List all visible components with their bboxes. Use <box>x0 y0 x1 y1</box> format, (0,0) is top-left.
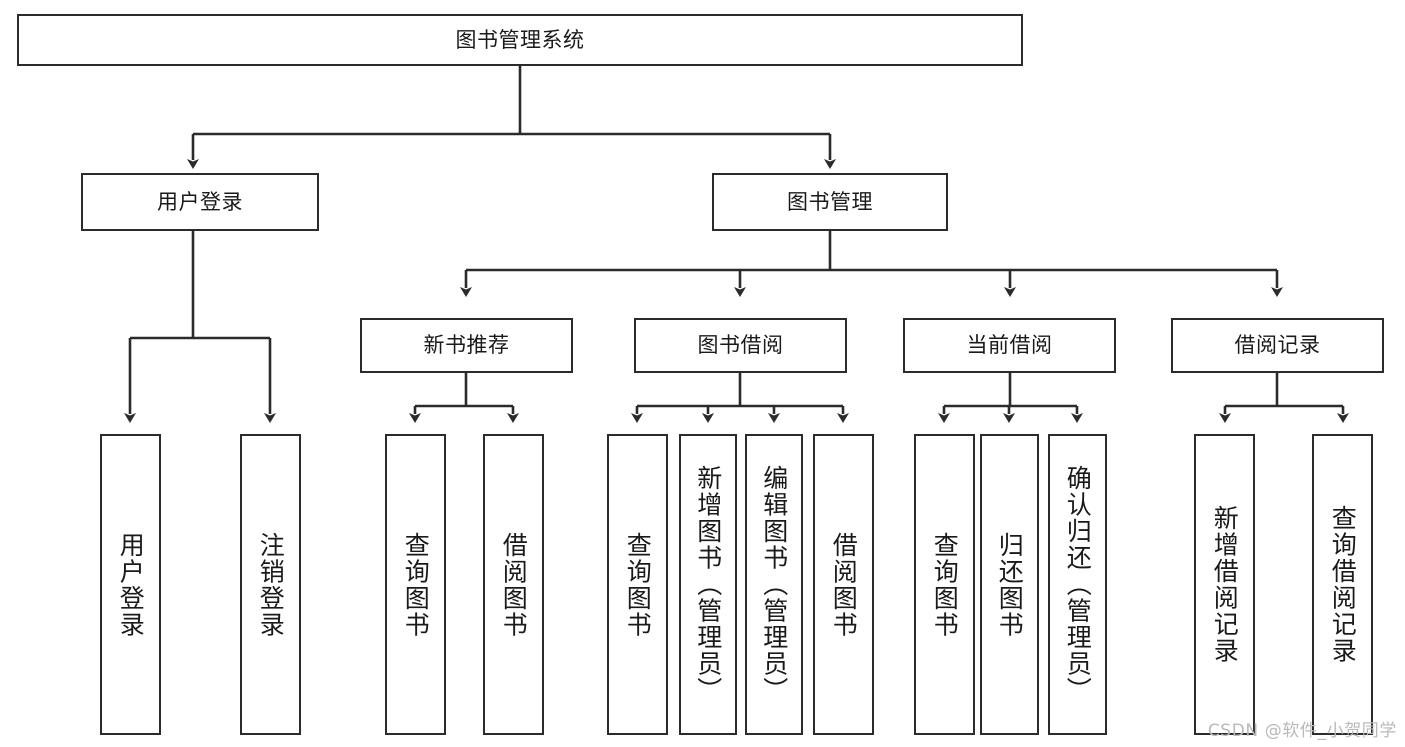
node-leaf-confirm-return[interactable]: 确认归还（管理员） <box>1048 434 1107 735</box>
node-leaf-add-book-label: 新增图书（管理员） <box>693 465 723 704</box>
node-leaf-query-book-2[interactable]: 查询图书 <box>607 434 668 735</box>
node-leaf-query-record[interactable]: 查询借阅记录 <box>1312 434 1373 735</box>
node-root[interactable]: 图书管理系统 <box>17 14 1023 66</box>
node-leaf-query-book-3-label: 查询图书 <box>930 531 960 638</box>
node-current-borrow-label: 当前借阅 <box>966 333 1053 358</box>
node-book-borrow-label: 图书借阅 <box>697 333 784 358</box>
node-leaf-borrow-book-1-label: 借阅图书 <box>499 531 529 638</box>
node-leaf-return-book-label: 归还图书 <box>995 531 1025 638</box>
node-leaf-query-book-1-label: 查询图书 <box>401 531 431 638</box>
node-leaf-add-record-label: 新增借阅记录 <box>1210 505 1240 664</box>
node-book-manage-label: 图书管理 <box>787 189 873 214</box>
watermark-text: CSDN @软件_小贺同学 <box>1207 721 1397 741</box>
node-new-book-rec-label: 新书推荐 <box>423 333 510 358</box>
node-leaf-borrow-book-2-label: 借阅图书 <box>829 531 859 638</box>
node-leaf-query-book-1[interactable]: 查询图书 <box>385 434 446 735</box>
node-leaf-query-record-label: 查询借阅记录 <box>1328 505 1358 664</box>
node-current-borrow[interactable]: 当前借阅 <box>903 318 1116 373</box>
node-leaf-logout[interactable]: 注销登录 <box>240 434 301 735</box>
node-borrow-record[interactable]: 借阅记录 <box>1171 318 1384 373</box>
node-leaf-add-book[interactable]: 新增图书（管理员） <box>679 434 737 735</box>
node-book-manage[interactable]: 图书管理 <box>712 173 948 231</box>
node-leaf-return-book[interactable]: 归还图书 <box>980 434 1039 735</box>
node-leaf-add-record[interactable]: 新增借阅记录 <box>1194 434 1255 735</box>
node-user-login-label: 用户登录 <box>157 189 243 214</box>
node-leaf-edit-book[interactable]: 编辑图书（管理员） <box>745 434 803 735</box>
node-new-book-rec[interactable]: 新书推荐 <box>360 318 573 373</box>
node-leaf-user-login-label: 用户登录 <box>116 531 146 638</box>
node-leaf-borrow-book-1[interactable]: 借阅图书 <box>483 434 544 735</box>
node-user-login[interactable]: 用户登录 <box>81 173 319 231</box>
node-leaf-query-book-2-label: 查询图书 <box>623 531 653 638</box>
node-leaf-query-book-3[interactable]: 查询图书 <box>914 434 975 735</box>
node-leaf-confirm-return-label: 确认归还（管理员） <box>1063 465 1093 704</box>
node-leaf-logout-label: 注销登录 <box>256 531 286 638</box>
node-leaf-borrow-book-2[interactable]: 借阅图书 <box>813 434 874 735</box>
node-leaf-user-login[interactable]: 用户登录 <box>100 434 161 735</box>
node-book-borrow[interactable]: 图书借阅 <box>634 318 847 373</box>
node-leaf-edit-book-label: 编辑图书（管理员） <box>759 465 789 704</box>
node-root-label: 图书管理系统 <box>455 27 585 52</box>
node-borrow-record-label: 借阅记录 <box>1234 333 1321 358</box>
